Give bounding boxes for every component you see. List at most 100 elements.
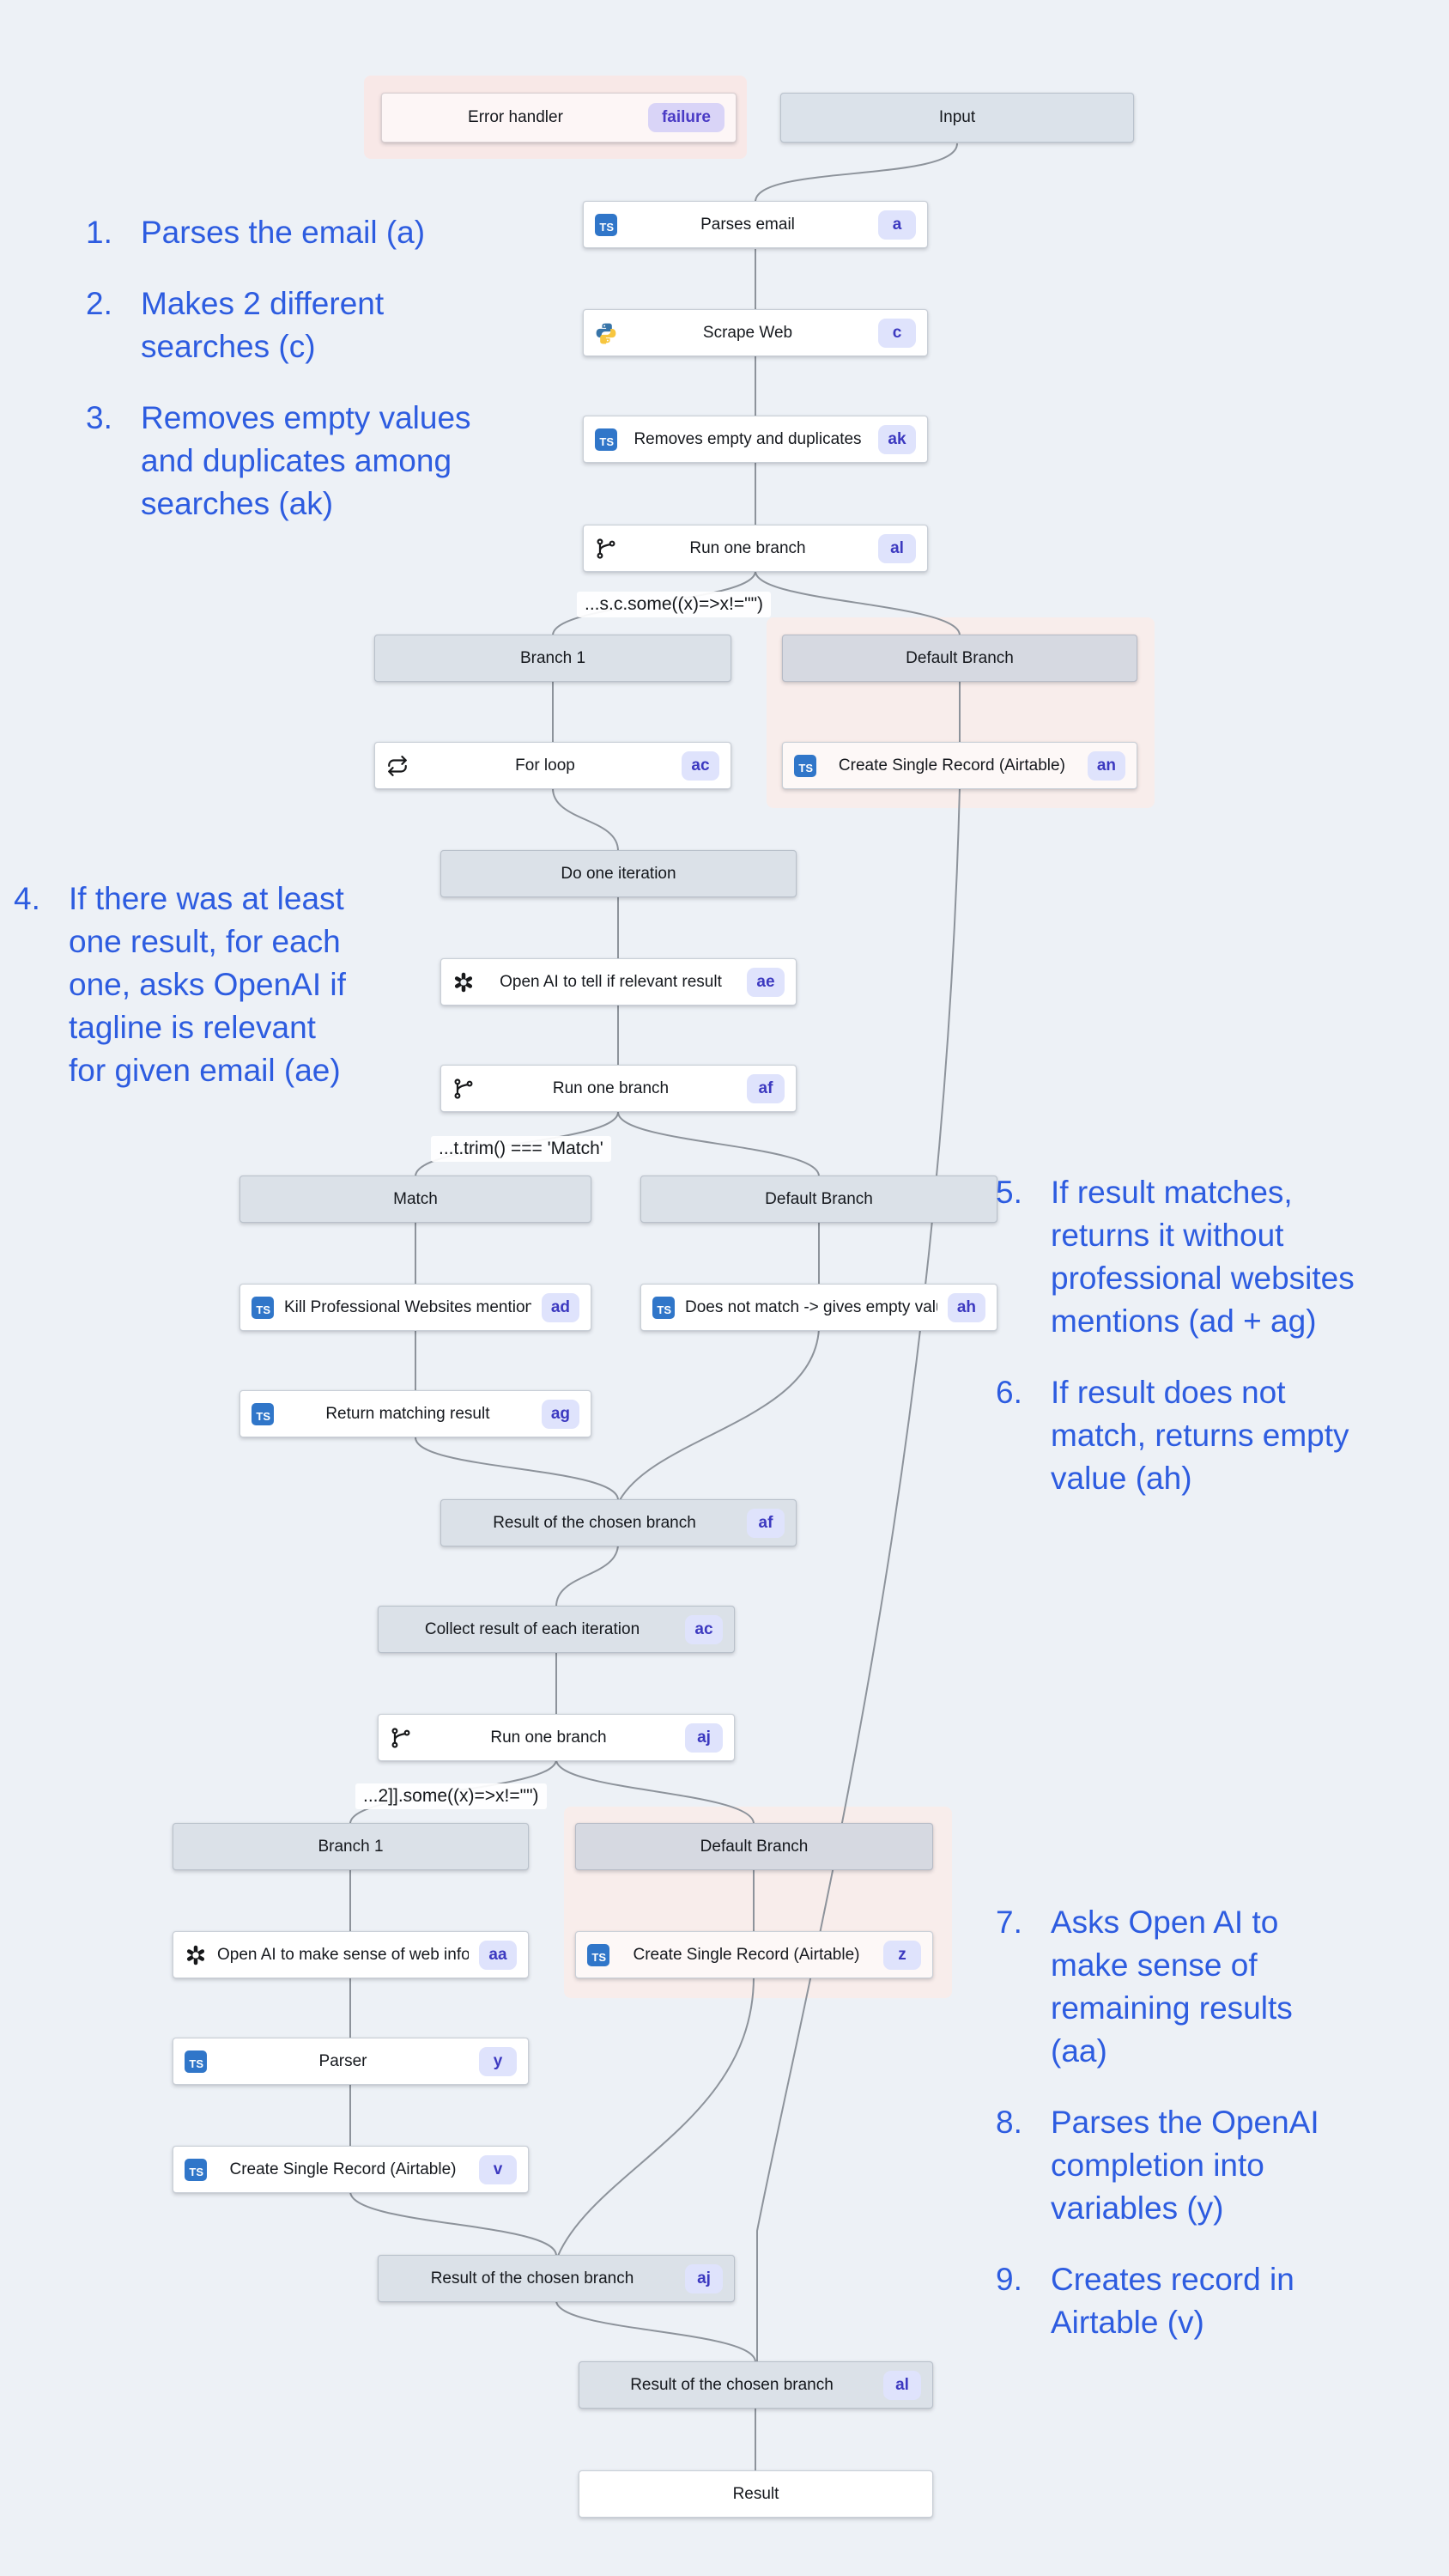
- node-error-handler[interactable]: Error handler failure: [381, 93, 737, 143]
- node-result-chosen-branch-al[interactable]: Result of the chosen branch al: [579, 2361, 933, 2409]
- node-run-one-branch-aj[interactable]: Run one branch aj: [378, 1714, 735, 1761]
- node-scrape-web[interactable]: Scrape Web c: [583, 309, 928, 356]
- node-label: Result of the chosen branch: [493, 1513, 696, 1532]
- typescript-icon: TS: [185, 2158, 207, 2181]
- branch-condition-label: ...s.c.some((x)=>x!=""): [577, 592, 772, 617]
- node-default-branch-header-3[interactable]: Default Branch: [575, 1823, 933, 1870]
- node-label: Parses email: [700, 215, 795, 234]
- node-label: Parser: [318, 2051, 367, 2070]
- node-label: Input: [938, 108, 976, 126]
- node-label: Default Branch: [700, 1837, 809, 1856]
- typescript-icon: TS: [587, 1943, 609, 1966]
- annotation-text: Creates record in Airtable (v): [1051, 2262, 1294, 2340]
- node-label: Return matching result: [325, 1404, 490, 1423]
- annotation-number: 1.: [86, 215, 112, 250]
- node-removes-empty-duplicates[interactable]: TS Removes empty and duplicates ak: [583, 416, 928, 463]
- annotation-number: 7.: [996, 1905, 1022, 1940]
- annotation-text: Makes 2 different searches (c): [141, 286, 385, 364]
- annotation-text: Parses the OpenAI completion into variab…: [1051, 2105, 1319, 2226]
- node-run-one-branch-al[interactable]: Run one branch al: [583, 525, 928, 572]
- node-label: Match: [393, 1189, 438, 1208]
- annotation-number: 2.: [86, 286, 112, 321]
- annotation-text: Asks Open AI to make sense of remaining …: [1051, 1905, 1293, 2069]
- node-label: Default Branch: [765, 1189, 873, 1208]
- node-create-single-record-v[interactable]: TS Create Single Record (Airtable) v: [173, 2146, 529, 2193]
- node-openai-websense-aa[interactable]: Open AI to make sense of web info aa: [173, 1931, 529, 1978]
- python-icon: [595, 322, 617, 344]
- node-default-branch-header-1[interactable]: Default Branch: [782, 635, 1137, 682]
- node-for-loop[interactable]: For loop ac: [374, 742, 731, 789]
- typescript-icon: TS: [252, 1296, 274, 1319]
- annotation-item: 2. Makes 2 different searches (c): [86, 283, 579, 368]
- node-run-one-branch-af[interactable]: Run one branch af: [440, 1065, 797, 1112]
- edge-v-to-result-aj: [349, 2190, 557, 2257]
- edge-ag-to-result-af: [415, 1437, 619, 1501]
- typescript-icon: TS: [595, 428, 617, 451]
- annotation-number: 9.: [996, 2262, 1022, 2297]
- typescript-icon: TS: [794, 754, 816, 777]
- node-badge: al: [883, 2370, 921, 2400]
- annotation-list-4: 4. If there was at least one result, for…: [14, 878, 443, 1092]
- node-label: Result of the chosen branch: [630, 2375, 834, 2394]
- node-do-one-iteration-header[interactable]: Do one iteration: [440, 850, 797, 897]
- node-match-header[interactable]: Match: [239, 1176, 591, 1223]
- edge-result-aj-to-al: [555, 2300, 756, 2363]
- node-parses-email[interactable]: TS Parses email a: [583, 201, 928, 248]
- node-result-chosen-branch-aj[interactable]: Result of the chosen branch aj: [378, 2255, 735, 2302]
- node-kill-mentions-ad[interactable]: TS Kill Professional Websites mentions a…: [239, 1284, 591, 1331]
- node-label: Collect result of each iteration: [424, 1619, 640, 1638]
- node-return-matching-ag[interactable]: TS Return matching result ag: [239, 1390, 591, 1437]
- annotation-item: 3. Removes empty values and duplicates a…: [86, 397, 579, 526]
- node-result-chosen-branch-af[interactable]: Result of the chosen branch af: [440, 1499, 797, 1546]
- edge-result-to-collect: [555, 1543, 619, 1607]
- node-create-single-record-an[interactable]: TS Create Single Record (Airtable) an: [782, 742, 1137, 789]
- annotation-item: 5. If result matches, returns it without…: [996, 1171, 1449, 1343]
- branch-icon: [595, 538, 617, 560]
- node-label: Create Single Record (Airtable): [229, 2160, 457, 2178]
- node-branch-1b-header[interactable]: Branch 1: [173, 1823, 529, 1870]
- annotation-item: 8. Parses the OpenAI completion into var…: [996, 2101, 1449, 2230]
- node-badge: ag: [541, 1399, 579, 1429]
- node-badge: ac: [682, 750, 719, 781]
- typescript-icon: TS: [595, 213, 617, 236]
- openai-icon: [452, 971, 475, 993]
- node-does-not-match-ah[interactable]: TS Does not match -> gives empty value a…: [640, 1284, 997, 1331]
- node-default-branch-header-2[interactable]: Default Branch: [640, 1176, 997, 1223]
- node-label: Scrape Web: [702, 323, 793, 342]
- node-openai-relevant-ae[interactable]: Open AI to tell if relevant result ae: [440, 958, 797, 1005]
- annotation-item: 6. If result does not match, returns emp…: [996, 1371, 1449, 1500]
- node-badge: ak: [878, 424, 916, 454]
- annotation-item: 1. Parses the email (a): [86, 211, 579, 254]
- annotation-list-5-6: 5. If result matches, returns it without…: [996, 1171, 1449, 1500]
- node-label: Error handler: [468, 108, 563, 126]
- node-result[interactable]: Result: [579, 2470, 933, 2518]
- annotation-number: 6.: [996, 1375, 1022, 1410]
- node-collect-result-ac[interactable]: Collect result of each iteration ac: [378, 1606, 735, 1653]
- annotation-text: If result matches, returns it without pr…: [1051, 1175, 1355, 1339]
- edge-input-parses: [755, 143, 958, 203]
- annotation-number: 5.: [996, 1175, 1022, 1210]
- node-badge: aa: [479, 1940, 517, 1970]
- annotation-item: 4. If there was at least one result, for…: [14, 878, 443, 1092]
- annotation-list-7-9: 7. Asks Open AI to make sense of remaini…: [996, 1901, 1449, 2344]
- node-input[interactable]: Input: [780, 93, 1134, 143]
- annotation-text: Removes empty values and duplicates amon…: [141, 400, 471, 521]
- node-label: Result of the chosen branch: [430, 2269, 634, 2287]
- node-label: Create Single Record (Airtable): [838, 756, 1065, 775]
- branch-icon: [390, 1727, 412, 1749]
- node-parser-y[interactable]: TS Parser y: [173, 2038, 529, 2085]
- node-badge: aj: [685, 1722, 723, 1753]
- node-branch-1-header[interactable]: Branch 1: [374, 635, 731, 682]
- node-label: Do one iteration: [561, 864, 676, 883]
- failure-badge: failure: [647, 103, 724, 132]
- branch-condition-label: ...t.trim() === 'Match': [431, 1136, 611, 1162]
- node-label: Run one branch: [689, 538, 806, 557]
- node-badge: ac: [685, 1614, 723, 1644]
- edge-forloop-iteration: [552, 787, 619, 852]
- node-label: Removes empty and duplicates: [634, 429, 862, 448]
- node-create-single-record-z[interactable]: TS Create Single Record (Airtable) z: [575, 1931, 933, 1978]
- node-label: For loop: [515, 756, 575, 775]
- node-label: Does not match -> gives empty value: [685, 1297, 937, 1316]
- typescript-icon: TS: [652, 1296, 675, 1319]
